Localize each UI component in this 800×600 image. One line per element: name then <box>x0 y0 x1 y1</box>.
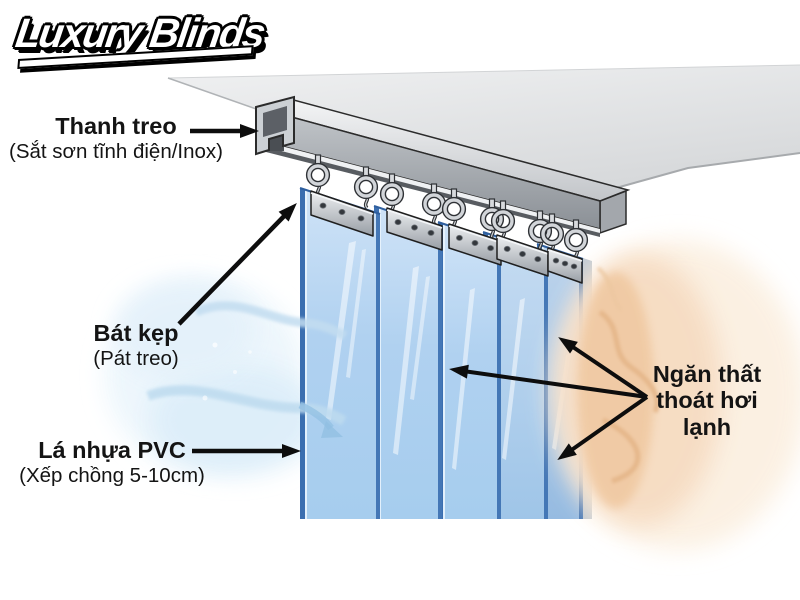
mounting-bracket <box>386 207 443 251</box>
label-ngan-that-thoat-hoi-lanh: Ngăn thất thoát hơi lạnh <box>642 361 772 440</box>
label-thanh-treo-title: Thanh treo <box>55 113 177 139</box>
logo: Luxury Blinds <box>13 10 267 69</box>
label-thanh-treo: Thanh treo (Sắt sơn tĩnh điện/Inox) <box>4 113 228 163</box>
mounting-bracket <box>496 234 549 277</box>
strip-highlight <box>346 249 366 378</box>
airflow-arrow-icon <box>321 421 343 438</box>
label-la-nhua-pvc: Lá nhựa PVC (Xếp chồng 5-10cm) <box>0 437 224 487</box>
annotation-arrows <box>177 124 649 461</box>
strip-highlight <box>393 266 419 455</box>
cold-air-flow <box>146 301 348 438</box>
strip-highlight <box>452 288 475 470</box>
bat-kep-arrow <box>177 202 297 326</box>
ceiling <box>167 64 800 194</box>
mounting-bracket <box>448 223 502 266</box>
label-la-nhua-pvc-subtitle: (Xếp chồng 5-10cm) <box>19 463 205 487</box>
rail-c-channel-end-face <box>255 95 295 156</box>
cold-loss-arrow-3 <box>557 395 649 461</box>
label-la-nhua-pvc-title: Lá nhựa PVC <box>38 437 186 463</box>
mounting-bracket <box>310 190 374 237</box>
label-bat-kep: Bát kẹp (Pát treo) <box>40 320 232 370</box>
label-ngan-that-line2: thoát hơi <box>656 387 758 414</box>
cold-loss-arrow-1 <box>558 337 649 399</box>
strip-highlight <box>410 276 430 400</box>
cold-loss-arrow-2 <box>449 364 648 399</box>
label-ngan-that-line1: Ngăn thất <box>652 361 762 387</box>
label-bat-kep-subtitle: (Pát treo) <box>93 346 179 370</box>
mounting-brackets <box>310 190 583 284</box>
label-bat-kep-title: Bát kẹp <box>93 320 179 346</box>
pvc-strip-2 <box>373 205 443 519</box>
pvc-strip-1 <box>299 187 381 519</box>
mounting-bracket <box>547 247 583 284</box>
label-ngan-that-line3: lạnh <box>682 413 732 440</box>
label-thanh-treo-subtitle: (Sắt sơn tĩnh điện/Inox) <box>9 139 223 163</box>
